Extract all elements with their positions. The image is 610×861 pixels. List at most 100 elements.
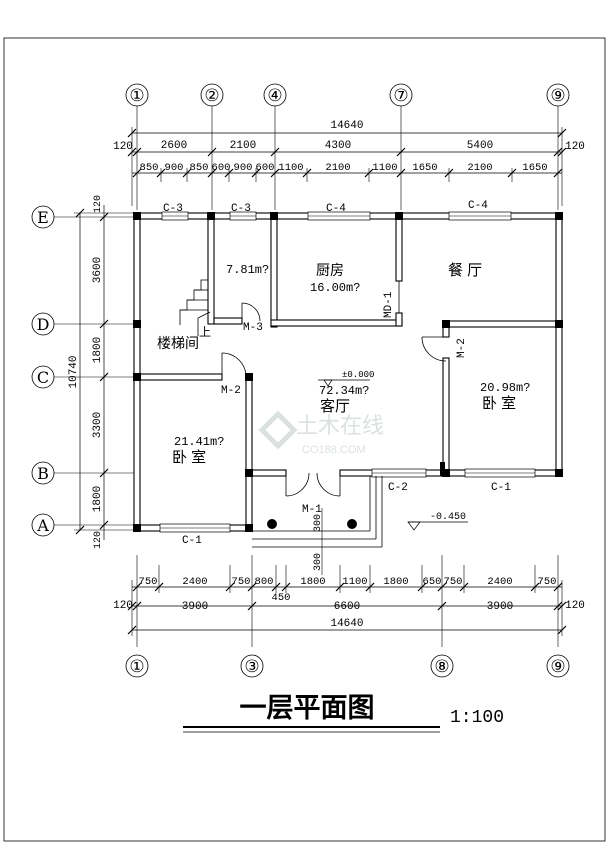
- watermark-url: CO188.COM: [302, 444, 366, 456]
- staircase: [179, 279, 211, 336]
- dim-top-r3-5: 600: [256, 162, 275, 174]
- kitchen-area: 16.00m?: [310, 281, 360, 295]
- dim-left-1800a: 1800: [92, 337, 104, 363]
- dim-top-r3-9: 1650: [412, 162, 437, 174]
- dim-top-r3-6: 1100: [278, 162, 303, 174]
- watermark-text: 土木在线: [296, 413, 384, 438]
- level-markers: ±0.000 -0.450: [318, 370, 468, 531]
- dim-bot-overall: 14640: [330, 618, 363, 630]
- axis-left-a: A: [36, 516, 49, 535]
- watermark: 土木在线 CO188.COM: [258, 410, 384, 456]
- dim-top-r3-1: 900: [165, 162, 184, 174]
- label-m3: M-3: [243, 322, 263, 334]
- dim-top-r3-4: 900: [234, 162, 253, 174]
- dim-bot-r1-6: 1800: [383, 576, 408, 588]
- dim-top-end-right: 120: [565, 141, 585, 153]
- bed-right-area: 20.98m?: [480, 381, 530, 395]
- dim-bot-extra: 450: [272, 592, 291, 604]
- dim-top-end-left: 120: [113, 141, 133, 153]
- dim-bot-6600: 6600: [334, 601, 360, 613]
- scale-text: 1:100: [450, 708, 504, 728]
- axis-top-9: ⑨: [550, 86, 565, 106]
- left-axis-bubbles: E D C B A: [31, 205, 140, 537]
- axis-bottom-9: ⑨: [550, 657, 565, 677]
- level-outside: -0.450: [430, 512, 466, 523]
- label-c1-a: C-1: [182, 535, 202, 547]
- label-c3-a: C-3: [163, 203, 183, 215]
- label-m2-a: M-2: [221, 385, 241, 397]
- label-md1: MD-1: [383, 291, 395, 318]
- top-dimensions: 14640 120 120 2600 2100 4300 5400 850 90…: [113, 106, 585, 210]
- dim-bot-r1-10: 750: [538, 576, 557, 588]
- axis-left-b: B: [37, 464, 49, 483]
- axis-bottom-3: ③: [244, 657, 259, 677]
- bed-right-name: 卧 室: [482, 395, 516, 412]
- dim-bot-r1-7: 650: [423, 576, 442, 588]
- bed-left-name: 卧 室: [172, 449, 206, 466]
- label-c2: C-2: [388, 482, 408, 494]
- bottom-dimensions: 750 2400 750 800 1800 1100 1800 650 750 …: [113, 555, 585, 647]
- dim-top-4300: 4300: [325, 140, 351, 152]
- dim-top-overall: 14640: [330, 120, 363, 132]
- dim-bot-r1-2: 750: [232, 576, 251, 588]
- living-area: 72.34m?: [319, 384, 369, 398]
- kitchen-name: 厨房: [316, 262, 344, 278]
- label-m1: M-1: [302, 504, 322, 516]
- top-axis-bubbles: ① ② ④ ⑦ ⑨: [125, 83, 570, 107]
- living-name: 客厅: [320, 398, 350, 415]
- dim-bot-r1-3: 800: [255, 576, 274, 588]
- room-labels: 7.81m? 厨房 16.00m? 餐 厅 楼梯间 上 72.34m? 客厅 2…: [157, 262, 530, 466]
- axis-top-2: ②: [204, 86, 219, 106]
- dim-bot-3900a: 3900: [182, 601, 208, 613]
- dim-top-r3-0: 850: [140, 162, 159, 174]
- dim-bot-r1-1: 2400: [182, 576, 207, 588]
- top-windows: [159, 211, 536, 533]
- step-dim-b: 300: [313, 553, 324, 571]
- dim-bot-r1-9: 2400: [487, 576, 512, 588]
- dim-bot-end-right: 120: [565, 600, 585, 612]
- dim-bot-r1-0: 750: [139, 576, 158, 588]
- axis-bottom-8: ⑧: [434, 657, 449, 677]
- bottom-axis-bubbles: ① ③ ⑧ ⑨: [125, 654, 570, 678]
- dining-name: 餐 厅: [448, 262, 482, 279]
- drawing-title: 一层平面图 1:100: [183, 693, 504, 733]
- title-text: 一层平面图: [240, 693, 375, 724]
- dim-left-3600: 3600: [92, 257, 104, 283]
- dim-top-r3-10: 2100: [467, 162, 492, 174]
- label-c4-a: C-4: [326, 203, 346, 215]
- left-dimensions: 10740 120 3600 1800 3300 1800 120: [68, 195, 109, 549]
- axis-left-e: E: [37, 208, 49, 227]
- dim-bot-r1-5: 1100: [342, 576, 367, 588]
- dim-bot-3900b: 3900: [487, 601, 513, 613]
- label-m2-b: M-2: [456, 338, 468, 358]
- dim-top-r3-3: 600: [212, 162, 231, 174]
- stair-up-mark: 上: [199, 325, 211, 339]
- dim-top-r3-8: 1100: [372, 162, 397, 174]
- opening-labels: C-3 C-3 C-4 C-4 C-1 C-1 C-2 M-3 MD-1 M-2…: [163, 200, 511, 547]
- label-c4-b: C-4: [468, 200, 488, 212]
- step-dim-a: 300: [313, 514, 324, 532]
- level-floor: ±0.000: [342, 370, 374, 380]
- dim-top-r3-11: 1650: [522, 162, 547, 174]
- axis-bottom-1: ①: [129, 657, 144, 677]
- entry-porch: 300 300: [252, 476, 383, 575]
- dim-top-2600: 2600: [161, 140, 187, 152]
- columns: [133, 212, 563, 532]
- dim-top-r3-2: 850: [190, 162, 209, 174]
- axis-left-c: C: [37, 368, 49, 387]
- label-c3-b: C-3: [231, 203, 251, 215]
- dim-left-3300: 3300: [92, 412, 104, 438]
- label-c1-b: C-1: [491, 482, 511, 494]
- dim-bot-r1-8: 750: [444, 576, 463, 588]
- dim-top-5400: 5400: [467, 140, 493, 152]
- stair-name: 楼梯间: [157, 335, 199, 351]
- dim-left-overall: 10740: [68, 355, 80, 388]
- small-room-area: 7.81m?: [226, 263, 269, 277]
- sheet-border: [3, 37, 606, 842]
- dim-bot-end-left: 120: [113, 600, 133, 612]
- doors: [221, 281, 447, 497]
- dim-left-end-bottom: 120: [93, 531, 104, 549]
- dim-left-end-top: 120: [93, 195, 104, 213]
